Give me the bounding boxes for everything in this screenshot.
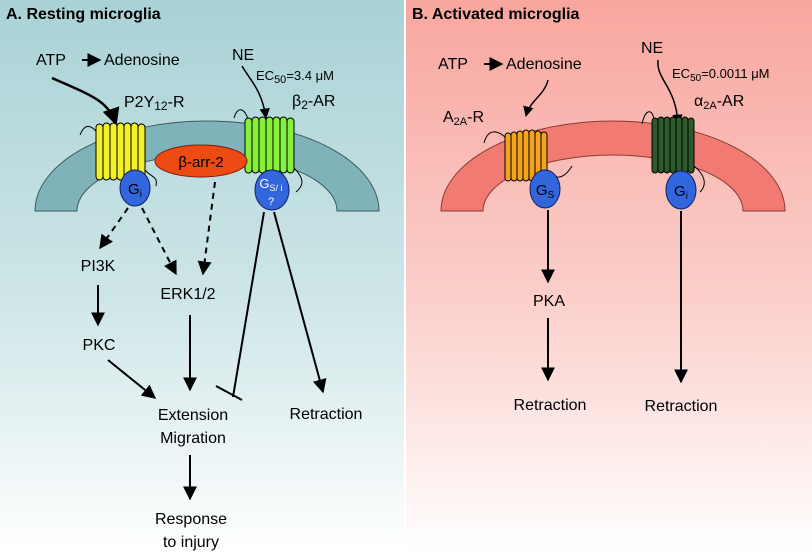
pka-node: PKA bbox=[533, 293, 565, 310]
a2a-receptor-label: A2A-R bbox=[443, 109, 484, 128]
gs-i-protein-label: GS/ i bbox=[259, 176, 282, 193]
gi-protein-b-label: Gi bbox=[674, 183, 688, 202]
pkc-to-extension-arrow bbox=[107, 359, 157, 399]
panel-a-title: A. Resting microglia bbox=[6, 6, 161, 23]
retraction-node-b-left: Retraction bbox=[514, 397, 587, 414]
beta-arrestin-2 bbox=[154, 144, 248, 178]
gi-protein-a-label: Gi bbox=[128, 181, 142, 200]
alpha2a-receptor-icon bbox=[641, 111, 705, 193]
beta-arrestin-2-label: β-arr-2 bbox=[178, 154, 223, 171]
pi3k-node: PI3K bbox=[81, 258, 116, 275]
retraction-node-b-right: Retraction bbox=[645, 398, 718, 415]
p2y12-receptor-icon bbox=[79, 122, 157, 187]
adenosine-to-p2y12-arrow bbox=[51, 76, 120, 126]
retraction-node-a: Retraction bbox=[290, 406, 363, 423]
panel-divider bbox=[404, 0, 406, 552]
migration-node: Migration bbox=[160, 430, 226, 447]
gi-protein-a bbox=[119, 169, 151, 207]
panel-b-title: B. Activated microglia bbox=[412, 6, 580, 23]
barr-to-erk-arrow bbox=[197, 181, 216, 276]
gs-i-to-retraction-arrow bbox=[273, 211, 327, 394]
ne-label-b: NE bbox=[641, 40, 663, 57]
gs-i-inhibits-extension bbox=[232, 211, 265, 398]
inhibition-bar bbox=[215, 385, 243, 401]
extension-node: Extension bbox=[158, 407, 228, 424]
adenosine-label-a: Adenosine bbox=[104, 52, 180, 69]
adenosine-label-b: Adenosine bbox=[506, 56, 582, 73]
gi-protein-b bbox=[665, 170, 697, 210]
gi-to-erk-arrow bbox=[141, 207, 177, 276]
response-node: Response bbox=[155, 511, 227, 528]
ec50-label-a: EC50=3.4 μM bbox=[256, 68, 334, 86]
pkc-node: PKC bbox=[83, 337, 116, 354]
erk-node: ERK1/2 bbox=[160, 286, 215, 303]
p2y12-receptor-label: P2Y12-R bbox=[124, 94, 185, 113]
gi-to-pi3k-arrow bbox=[99, 207, 129, 250]
adenosine-to-a2a-arrow bbox=[523, 79, 549, 118]
atp-label-b: ATP bbox=[438, 56, 468, 73]
panel-b-background bbox=[406, 0, 812, 552]
gs-protein-b bbox=[529, 169, 561, 209]
gs-i-question: ? bbox=[268, 196, 274, 208]
alpha2a-ar-label: α2A-AR bbox=[694, 93, 744, 112]
atp-label-a: ATP bbox=[36, 52, 66, 69]
to-injury-node: to injury bbox=[163, 534, 219, 551]
gs-protein-b-label: GS bbox=[536, 182, 555, 201]
ne-to-alpha2a-arrow bbox=[657, 59, 683, 126]
ne-to-b2-arrow bbox=[241, 65, 270, 120]
b2-ar-label: β2-AR bbox=[292, 93, 335, 112]
a2a-receptor-icon bbox=[483, 129, 573, 182]
gs-i-protein bbox=[254, 169, 290, 211]
ec50-label-b: EC50=0.0011 μM bbox=[672, 66, 770, 84]
ne-label-a: NE bbox=[232, 47, 254, 64]
panel-a-background bbox=[0, 0, 404, 552]
